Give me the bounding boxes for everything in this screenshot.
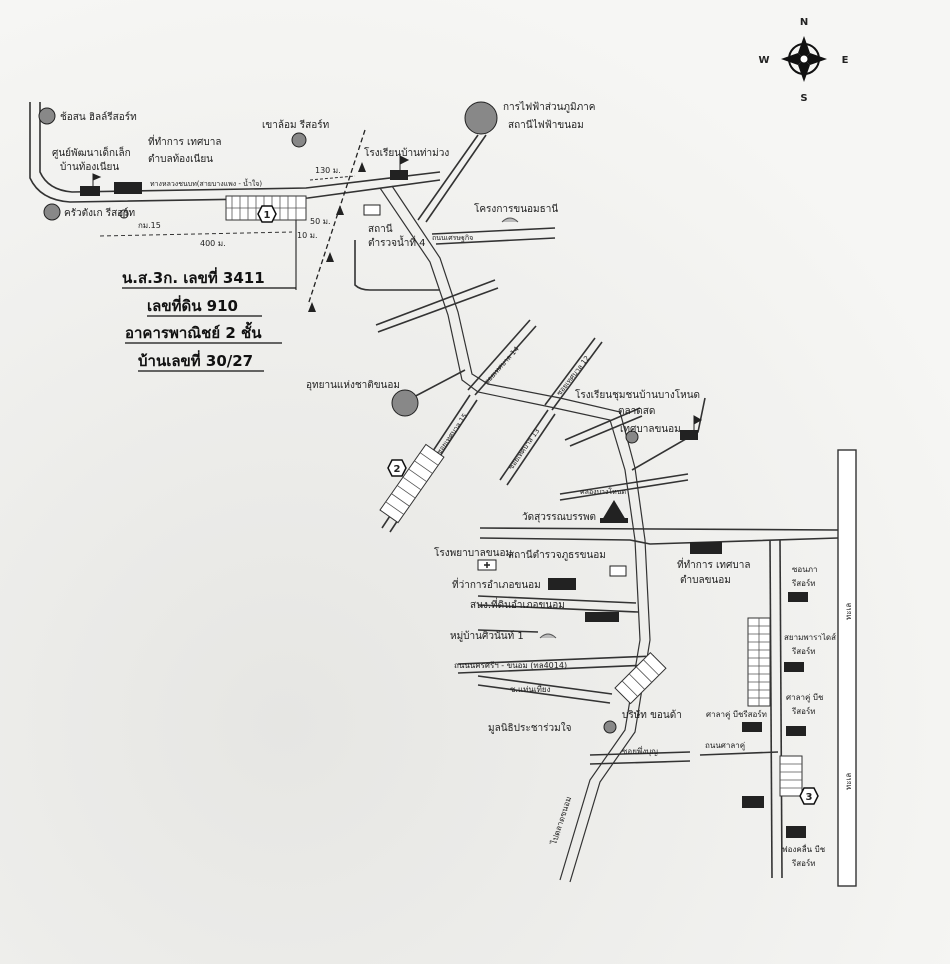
- info-line-3: อาคารพาณิชย์ 2 ชั้น: [125, 321, 262, 342]
- distance-10: 10 ม.: [297, 231, 318, 240]
- road-nakhon-khanom: ถนนนครศรีฯ - ขนอม (ทล4014): [454, 661, 567, 670]
- marker-2-label: 2: [394, 464, 401, 475]
- place-pea-line2: สถานีไฟฟ้าขนอม: [508, 119, 584, 131]
- place-sonpa-line2: รีสอร์ท: [791, 578, 815, 588]
- place-fong-line2: รีสอร์ท: [791, 858, 815, 868]
- place-sala-beach: ศาลาคู่ บีชรีสอร์ท: [706, 709, 767, 720]
- place-foundation: มูลนิธิประชาร่วมใจ: [488, 722, 572, 734]
- tessaban-building-icon: [114, 182, 142, 194]
- child-center-building-icon: [80, 186, 100, 196]
- place-fong-line1: ฟองคลื่น บีช: [782, 843, 826, 854]
- place-school-thamuang: โรงเรียนบ้านท่าม่วง: [364, 146, 449, 159]
- compass-w: W: [758, 55, 769, 66]
- place-park: อุทยานแห่งชาติขนอม: [306, 380, 400, 391]
- temple-icon: [602, 500, 626, 520]
- station-icon: [363, 204, 381, 216]
- tessaban-tambon-building-icon: [690, 542, 722, 554]
- location-marker-2[interactable]: 2: [387, 459, 407, 477]
- sea-label-2: ทะเล: [844, 773, 853, 790]
- compass-n: N: [800, 17, 808, 28]
- distance-130: 130 ม.: [315, 166, 341, 175]
- place-krua: ครัวตังเก รีสอร์ท: [64, 207, 135, 219]
- hatched-blocks: [225, 195, 803, 797]
- marker-3-label: 3: [806, 792, 813, 803]
- km-15-label: กม.15: [138, 221, 161, 230]
- info-line-2: เลขที่ดิน 910: [147, 295, 238, 315]
- place-tessaban-line1: ที่ทำการ เทศบาล: [148, 134, 221, 148]
- compass-e: E: [842, 55, 849, 66]
- place-tessaban-tambon-line1: ที่ทำการ เทศบาล: [677, 557, 750, 571]
- district-building-icon: [548, 578, 576, 590]
- landmark-symbols: [38, 101, 808, 838]
- place-market: ตลาดสด: [618, 406, 655, 417]
- place-school-community: โรงเรียนชุมชนบ้านบางโหนด: [575, 388, 700, 401]
- place-station-line2: ตำรวจน้ำที่ 4: [368, 235, 426, 249]
- place-labels: ช้อสน ฮิลล์รีสอร์ท ศูนย์พัฒนาเด็กเล็ก บ้…: [52, 101, 836, 868]
- place-khaolom: เขาล้อม รีสอร์ท: [262, 119, 329, 131]
- pea-station-icon: [464, 101, 498, 135]
- place-wat: วัดสุวรรณบรรพต: [522, 512, 596, 523]
- place-tessaban-tambon-line2: ตำบลขนอม: [680, 575, 731, 586]
- road-khlong-bangnot: คลองบางโหนด: [580, 487, 626, 496]
- location-marker-1[interactable]: 1: [257, 205, 277, 223]
- place-police: สถานีตำรวจภูธรขนอม: [508, 549, 606, 561]
- place-hospital: โรงพยาบาลขนอม: [434, 546, 512, 559]
- land-office-building-icon: [585, 612, 619, 622]
- flag-icon: [693, 415, 703, 430]
- place-district: ที่ว่าการอำเภอขนอม: [452, 577, 541, 591]
- national-park-icon: [391, 389, 419, 417]
- marker-1-label: 1: [264, 210, 271, 221]
- road-soi-phungbun: ซอยพึ่งบุญ: [622, 745, 658, 756]
- distance-50: 50 ม.: [310, 217, 331, 226]
- place-chuson: ช้อสน ฮิลล์รีสอร์ท: [60, 111, 137, 123]
- place-child-center-line2: บ้านท้องเนียน: [60, 161, 119, 173]
- location-marker-3[interactable]: 3: [799, 787, 819, 805]
- place-sala-line2: รีสอร์ท: [791, 706, 815, 716]
- place-sala-line1: ศาลาคู่ บีช: [786, 693, 824, 703]
- flag-icon: [399, 155, 410, 170]
- distance-annotations: 130 ม. 50 ม. 10 ม. 400 ม. กม.15: [99, 166, 356, 248]
- sea-label-1: ทะเล: [844, 603, 853, 620]
- police-icon: [609, 565, 627, 577]
- road-setthakit: ถนนเศรษฐกิจ: [432, 234, 473, 242]
- place-pea-line1: การไฟฟ้าส่วนภูมิภาค: [503, 101, 595, 113]
- road-sala: ถนนศาลาคู่: [705, 741, 745, 751]
- info-line-1: น.ส.3ก. เลขที่ 3411: [122, 267, 265, 287]
- info-line-4: บ้านเลขที่ 30/27: [138, 350, 253, 370]
- compass-s: S: [800, 93, 807, 104]
- flag-icon: [92, 173, 102, 186]
- place-land-office: สนง.ที่ดินอำเภอขนอม: [470, 597, 565, 611]
- road-main-hwy: ทางหลวงชนบท(สายบางแพง - น้ำใจ): [150, 177, 262, 188]
- place-village: หมู่บ้านศิวนันท์ 1: [450, 630, 524, 642]
- road-soi-thiang: ซ.แท่นเที่ยง: [510, 683, 551, 694]
- compass-rose: N S E W: [758, 17, 848, 104]
- place-sonpa-line1: ซอนภา: [792, 565, 817, 574]
- place-station-line1: สถานี: [368, 223, 393, 235]
- school-building-icon: [390, 170, 408, 180]
- place-siam-line2: รีสอร์ท: [791, 646, 815, 656]
- place-siam-line1: สยามพาราไดส์: [784, 632, 836, 642]
- place-project: โครงการขนอมธานี: [474, 202, 558, 215]
- place-tessaban-line2: ตำบลท้องเนียน: [148, 153, 213, 165]
- property-info-block: น.ส.3ก. เลขที่ 3411 เลขที่ดิน 910 อาคารพ…: [122, 267, 296, 372]
- place-child-center-line1: ศูนย์พัฒนาเด็กเล็ก: [52, 145, 131, 159]
- place-tessaban-khanom: เทศบาลขนอม: [620, 424, 681, 435]
- place-company: บริษัท ขอนด้า: [622, 709, 682, 721]
- sea-strip: [837, 449, 857, 887]
- distance-400: 400 ม.: [200, 239, 226, 248]
